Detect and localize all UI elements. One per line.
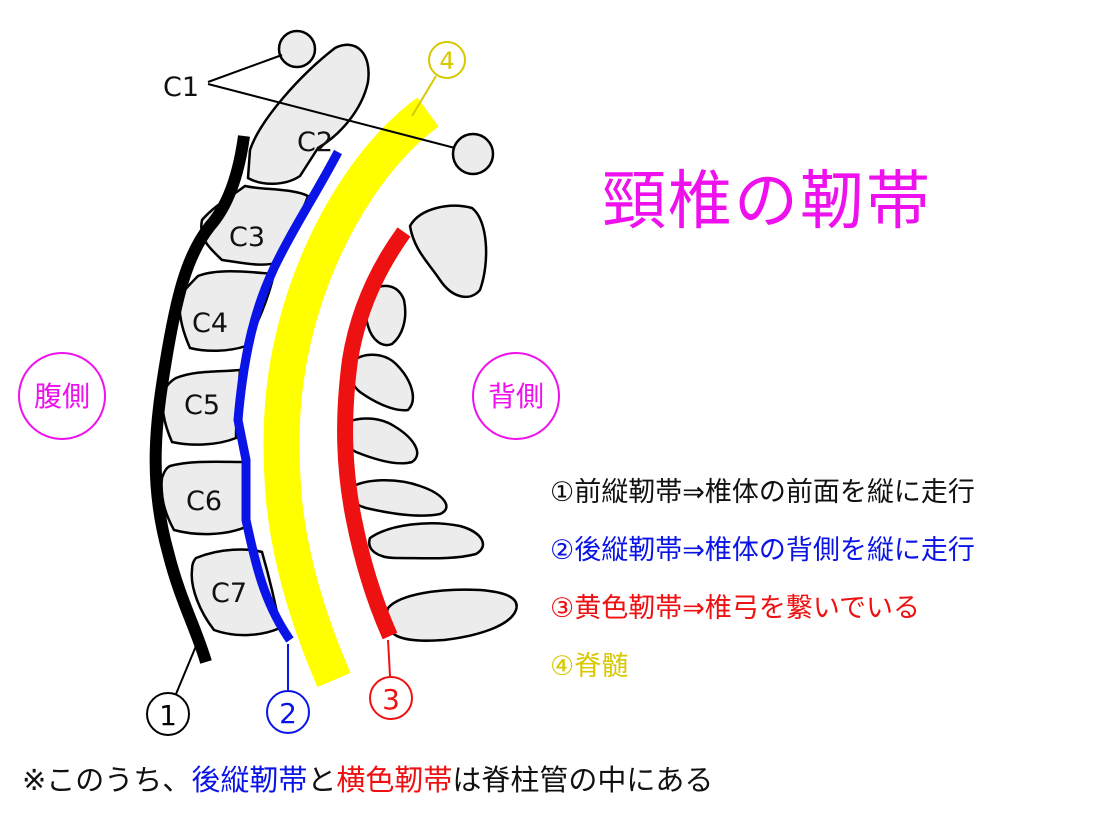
footnote-posterior-ligament: 後縦靭帯	[191, 763, 308, 797]
marker-1-leader	[175, 645, 197, 695]
anterior-longitudinal-ligament	[149, 135, 250, 664]
marker-2-circle	[266, 690, 310, 734]
marker-1-text: 1	[159, 699, 177, 732]
marker-1-circle	[146, 692, 190, 736]
spinous-process-5	[347, 478, 448, 517]
marker-4-text: 4	[439, 47, 454, 75]
diagram-title: 頸椎の靭帯	[602, 165, 932, 239]
legend-item-3: ③黄色靭帯⇒椎弓を繋いでいる	[550, 593, 921, 624]
footnote: ※このうち、後縦靭帯と横色靭帯は脊柱管の中にある	[22, 757, 713, 799]
posterior-longitudinal-ligament	[233, 149, 342, 643]
c1-pointer-anterior	[207, 54, 283, 83]
legend-item-1: ①前縦靭帯⇒椎体の前面を縦に走行	[550, 477, 975, 508]
label-c2: C2	[297, 127, 333, 158]
label-c3: C3	[229, 222, 265, 253]
marker-4-leader	[411, 75, 437, 117]
label-c5: C5	[184, 390, 220, 421]
c2-vertebra	[246, 43, 370, 185]
label-c6: C6	[186, 486, 222, 517]
marker-3-text: 3	[382, 683, 400, 716]
footnote-yellow-ligament: 横色靭帯	[336, 763, 453, 797]
spinous-process-6	[367, 522, 485, 560]
footnote-part-5: は脊柱管の中にある	[452, 763, 714, 797]
c1-pointer-posterior	[207, 83, 456, 149]
marker-3-circle	[369, 676, 413, 720]
marker-2-text: 2	[279, 697, 297, 730]
marker-4-circle	[428, 41, 466, 79]
footnote-part-1: ※このうち、	[22, 763, 192, 797]
ligamentum-flavum	[337, 227, 411, 640]
c1-posterior-arch	[451, 132, 495, 176]
legend-item-4: ④脊髄	[550, 651, 629, 682]
c6-vertebra	[160, 460, 250, 536]
ventral-side-circle	[18, 352, 106, 440]
ventral-side-label: 腹側	[34, 380, 90, 413]
marker-3-leader	[387, 639, 391, 677]
spinous-process-3	[348, 353, 415, 412]
spinous-process-1	[408, 204, 488, 299]
legend-item-2: ②後縦靭帯⇒椎体の背側を縦に走行	[550, 535, 975, 566]
footnote-part-3: と	[307, 763, 337, 797]
spinal-cord	[263, 97, 439, 688]
label-c4: C4	[192, 308, 228, 339]
dorsal-side-circle	[472, 352, 560, 440]
c1-anterior-arch	[277, 29, 317, 69]
label-c7: C7	[211, 578, 247, 609]
dorsal-side-label: 背側	[488, 380, 544, 413]
spinous-process-7	[385, 588, 518, 642]
label-c1: C1	[163, 72, 199, 103]
